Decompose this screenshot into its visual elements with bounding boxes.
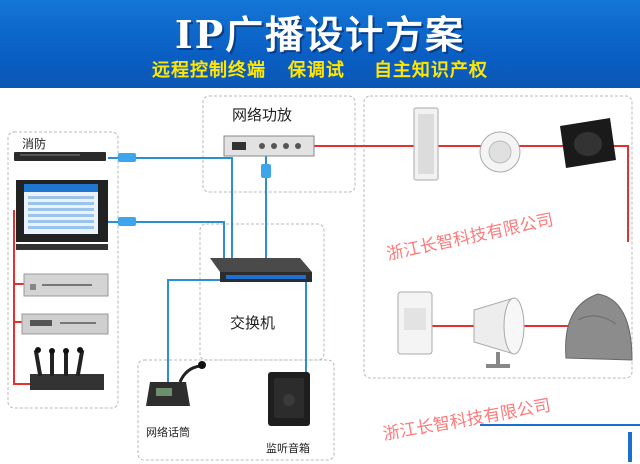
group-boxes bbox=[7, 95, 633, 461]
company-watermark-upper: 浙江长智科技有限公司 bbox=[385, 210, 555, 265]
mic-group-box bbox=[137, 359, 335, 461]
page-title: IP广播设计方案 bbox=[174, 12, 466, 57]
title-banner: IP广播设计方案 远程控制终端 保调试 自主知识产权 bbox=[0, 0, 640, 88]
subtitle-item-debugging: 保调试 bbox=[287, 60, 345, 81]
amp-connector bbox=[261, 164, 271, 178]
speaker-group-box bbox=[363, 95, 633, 379]
blue-cable-fire-to-amp bbox=[108, 157, 233, 268]
host-connector bbox=[118, 217, 136, 226]
monitor-speaker-label: 监听音箱 bbox=[266, 441, 310, 455]
subtitle-item-remote-control: 远程控制终端 bbox=[152, 60, 267, 81]
column-speaker bbox=[413, 107, 439, 181]
network-microphone bbox=[146, 361, 206, 406]
switch-label: 交换机 bbox=[230, 314, 275, 332]
system-diagram: 消防 网络功放 交换机 网络话筒 监听音箱 浙江长智科技有限公司 浙江长智科技有… bbox=[7, 95, 633, 461]
blue-cable-switch-to-mic bbox=[167, 279, 252, 384]
subtitle-item-ip-rights: 自主知识产权 bbox=[373, 60, 488, 81]
wall-mounted-speaker bbox=[397, 291, 433, 355]
corner-badge bbox=[480, 424, 640, 464]
page-subtitle: 远程控制终端 保调试 自主知识产权 bbox=[0, 56, 640, 82]
fire-connector bbox=[118, 153, 136, 162]
monitor-speaker bbox=[268, 372, 310, 426]
network-amp-label: 网络功放 bbox=[232, 106, 292, 124]
horn-speaker bbox=[473, 297, 525, 368]
fire-alarm-unit bbox=[14, 152, 106, 161]
rack-amplifier bbox=[23, 273, 109, 297]
corner-badge-bar bbox=[628, 432, 632, 462]
amp-group-box bbox=[202, 95, 356, 193]
cabinet-group-box bbox=[7, 131, 119, 409]
network-mic-label: 网络话筒 bbox=[146, 425, 190, 439]
blue-cable-switch-to-monitor bbox=[282, 279, 307, 378]
network-switch bbox=[210, 258, 312, 282]
rock-garden-speaker bbox=[565, 293, 633, 361]
fire-label: 消防 bbox=[22, 136, 46, 151]
red-cable-cabinet-left bbox=[13, 210, 30, 385]
rack-player bbox=[21, 313, 109, 335]
wall-speaker bbox=[560, 118, 616, 168]
blue-cable-host-to-switch bbox=[108, 221, 225, 264]
host-computer bbox=[16, 180, 108, 250]
network-amplifier bbox=[223, 135, 315, 157]
wireless-microphones bbox=[30, 347, 104, 390]
ceiling-speaker bbox=[479, 131, 521, 173]
